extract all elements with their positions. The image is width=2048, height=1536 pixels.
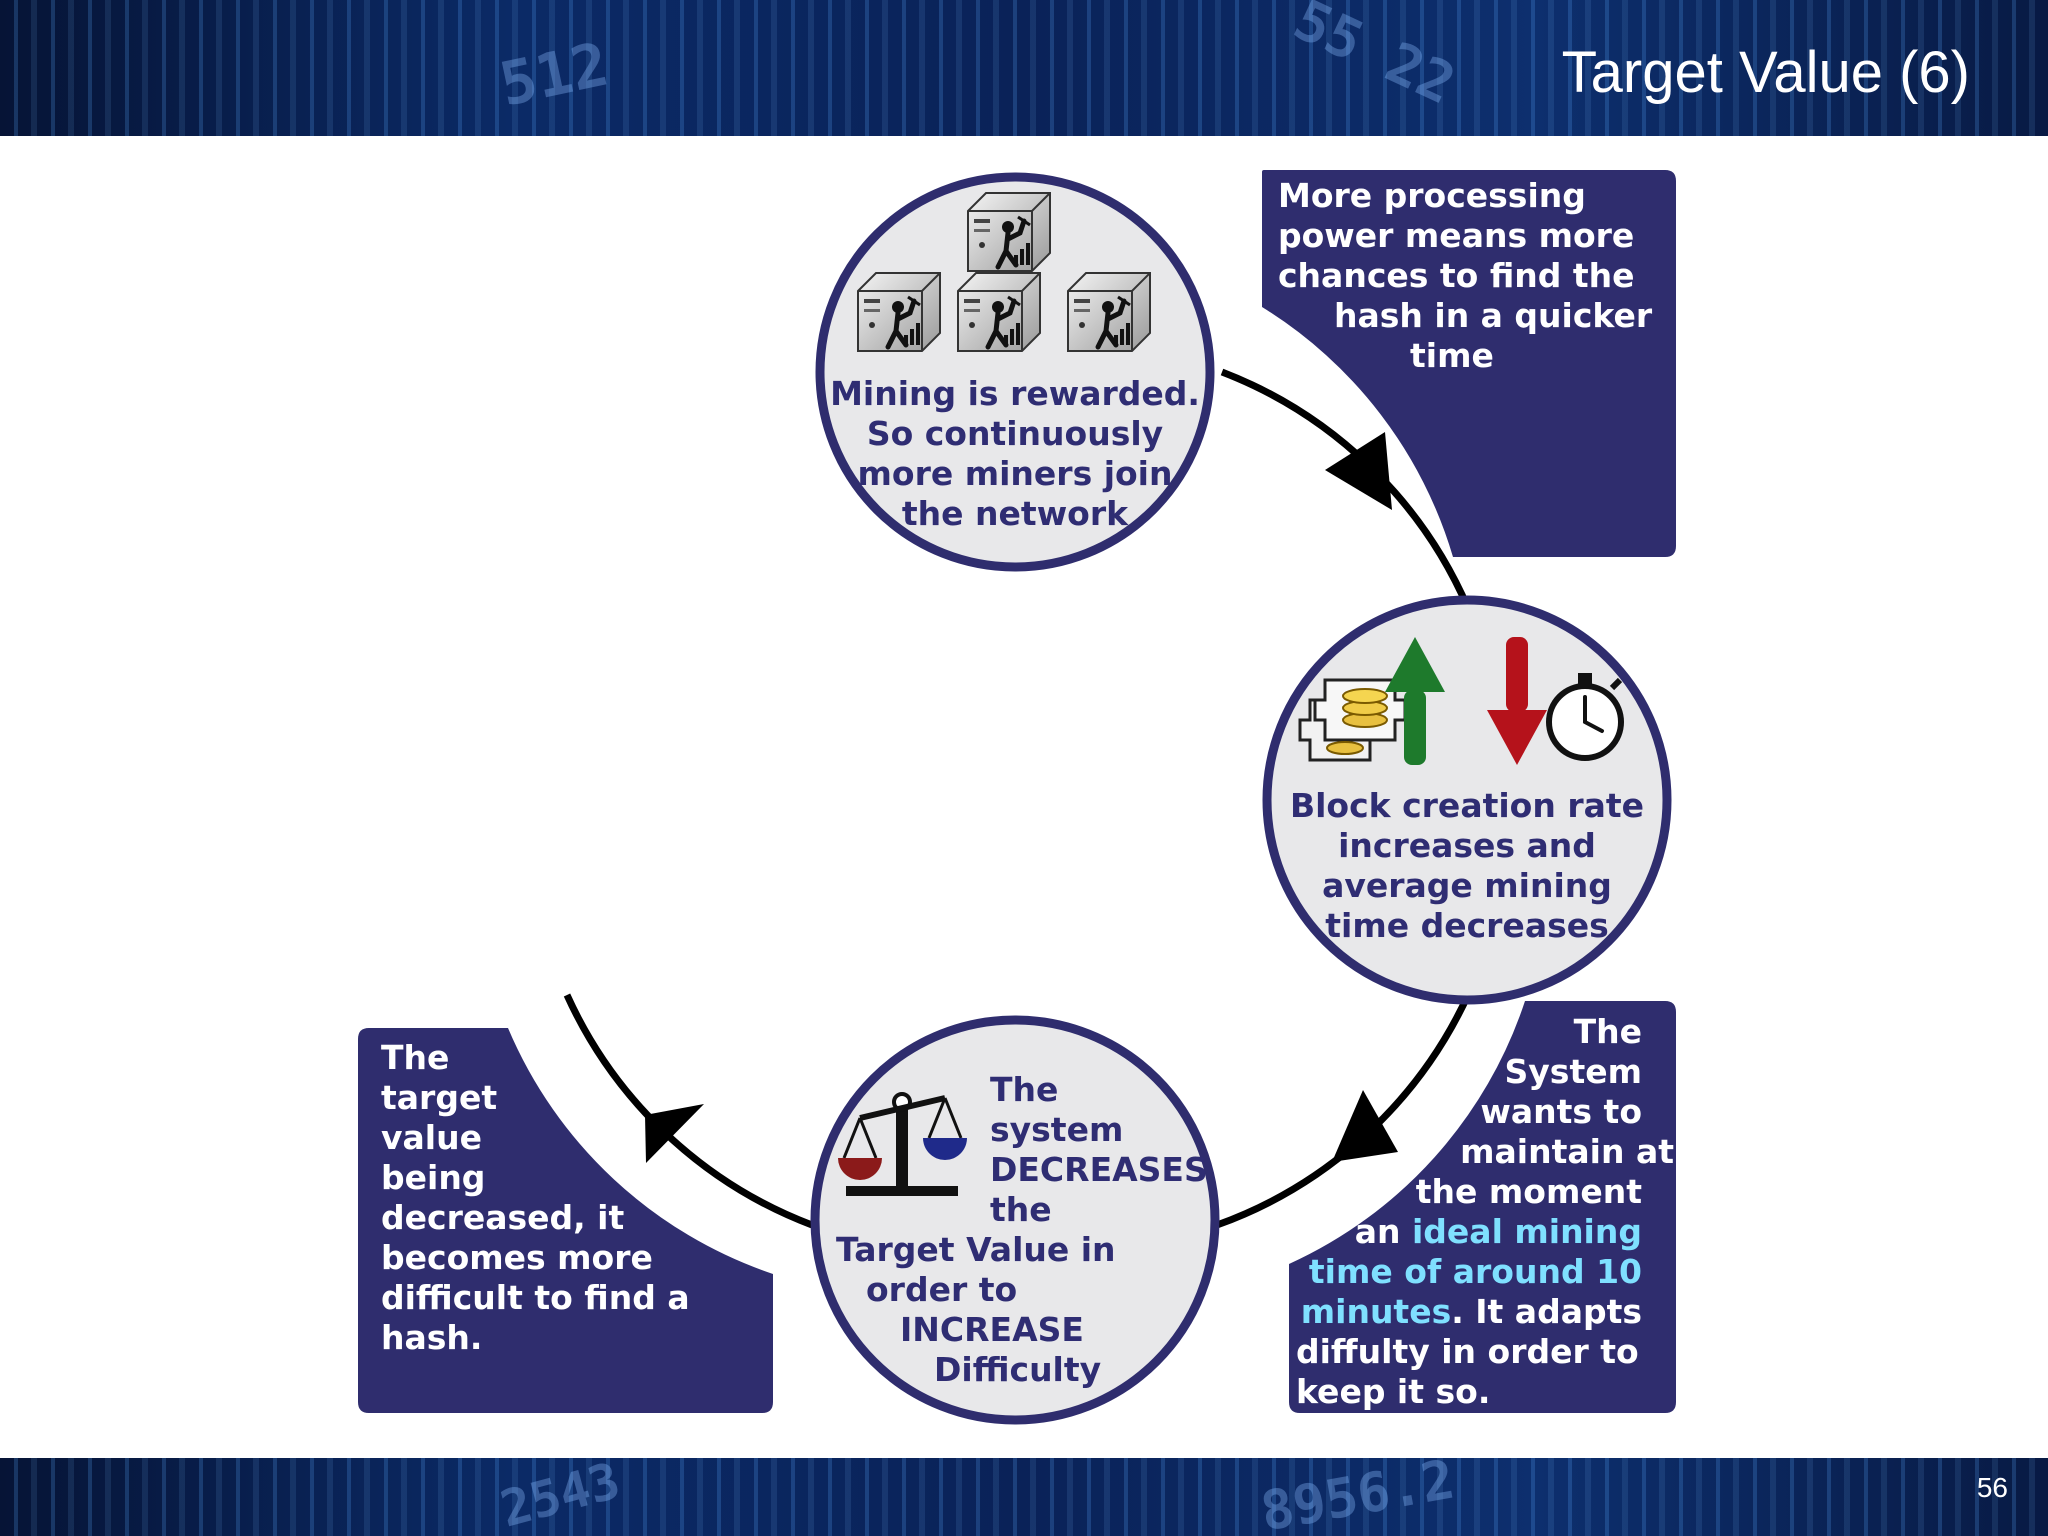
footer-banner-texture bbox=[0, 1458, 2048, 1536]
panel-target-value-line: being bbox=[381, 1158, 486, 1197]
panel-system-line: wants to bbox=[1480, 1092, 1642, 1131]
page-number: 56 bbox=[1976, 1472, 2008, 1503]
stage-target-line: order to bbox=[866, 1270, 1018, 1309]
header-banner: 512 55 22 Target Value (6) bbox=[0, 0, 2048, 136]
panel-system-line: maintain at bbox=[1460, 1132, 1674, 1171]
header-banner-texture bbox=[0, 0, 2048, 136]
panel-target-value-line: target bbox=[381, 1078, 498, 1117]
balance-scale-icon bbox=[838, 1092, 967, 1196]
panel-processing-line: power means more bbox=[1278, 216, 1635, 255]
panel-target-value-line: hash. bbox=[381, 1318, 483, 1357]
panel-system-line: minutes. It adapts bbox=[1296, 1292, 1666, 1332]
slide-title: Target Value (6) bbox=[1561, 40, 1970, 105]
stage-target-line: INCREASE bbox=[900, 1310, 1084, 1349]
stage-target-line: Difficulty bbox=[934, 1350, 1102, 1389]
stage-circle-target bbox=[810, 1015, 1220, 1425]
panel-system-highlight: minutes bbox=[1300, 1292, 1452, 1331]
panel-system-bg bbox=[1289, 1001, 1676, 1413]
panel-processing-text: More processing power means more chances… bbox=[1278, 176, 1668, 376]
footer-banner: 2543 8956.2 bbox=[0, 1458, 2048, 1536]
panel-system-line: keep it so. bbox=[1296, 1372, 1491, 1411]
panel-system-highlight: time of around 10 bbox=[1308, 1252, 1642, 1291]
arrow-up-icon bbox=[1385, 637, 1445, 765]
panel-processing-line: chances to find the bbox=[1278, 256, 1635, 295]
panel-processing-line: More processing bbox=[1278, 176, 1586, 215]
stage-block-rate-line: time decreases bbox=[1325, 906, 1609, 945]
panel-system-line: diffulty in order to bbox=[1296, 1332, 1639, 1371]
stage-miners-line: the network bbox=[901, 494, 1129, 533]
panel-target-value-line: difficult to find a bbox=[381, 1278, 690, 1317]
panel-target-value-text: The target value being decreased, it bec… bbox=[381, 1038, 761, 1358]
panel-target-value-line: value bbox=[381, 1118, 482, 1157]
panel-system-line: an ideal mining bbox=[1296, 1212, 1666, 1252]
panel-target-value-line: decreased, it bbox=[381, 1198, 625, 1237]
panel-system-plain: an bbox=[1354, 1212, 1412, 1251]
stage-target-line: Target Value in bbox=[836, 1230, 1116, 1269]
panel-system-line: System bbox=[1504, 1052, 1642, 1091]
stage-target-text: The system DECREASES the Target Value in… bbox=[836, 1070, 1220, 1390]
arrowhead-right bbox=[1332, 1090, 1398, 1162]
panel-system-line: the moment bbox=[1415, 1172, 1642, 1211]
arrowhead-top bbox=[1325, 432, 1392, 510]
arrowhead-left bbox=[645, 1104, 704, 1163]
panel-processing-line: hash in a quicker bbox=[1334, 296, 1653, 335]
stage-miners-line: more miners join bbox=[857, 454, 1173, 493]
stage-block-rate-text: Block creation rate increases and averag… bbox=[1272, 786, 1662, 946]
panel-system-plain: . It adapts bbox=[1451, 1292, 1642, 1331]
stage-target-line: The bbox=[990, 1070, 1059, 1109]
panel-processing-line: time bbox=[1410, 336, 1494, 375]
panel-target-value-line: The bbox=[381, 1038, 450, 1077]
panel-target-value-line: becomes more bbox=[381, 1238, 653, 1277]
arrow-down-icon bbox=[1487, 637, 1547, 765]
stopwatch-icon bbox=[1546, 673, 1624, 761]
panel-system-text: The System wants to maintain at the mome… bbox=[1296, 1012, 1674, 1412]
stage-block-rate-line: average mining bbox=[1322, 866, 1612, 905]
stage-miners-line: So continuously bbox=[866, 414, 1164, 453]
panel-system-line: time of around 10 bbox=[1296, 1252, 1666, 1292]
stage-block-rate-line: Block creation rate bbox=[1289, 786, 1645, 825]
stage-target-line: DECREASES bbox=[990, 1150, 1208, 1189]
stage-target-line: system bbox=[990, 1110, 1124, 1149]
stage-target-line: the bbox=[990, 1190, 1052, 1229]
panel-system-line: The bbox=[1573, 1012, 1642, 1051]
stage-miners-text: Mining is rewarded. So continuously more… bbox=[820, 374, 1210, 534]
stage-block-rate-line: increases and bbox=[1338, 826, 1596, 865]
panel-target-bg bbox=[358, 1028, 773, 1413]
stage-miners-line: Mining is rewarded. bbox=[830, 374, 1200, 413]
panel-system-highlight: ideal mining bbox=[1411, 1212, 1642, 1251]
panel-processing-bg bbox=[1262, 170, 1676, 557]
blocks-icon bbox=[1298, 678, 1407, 762]
